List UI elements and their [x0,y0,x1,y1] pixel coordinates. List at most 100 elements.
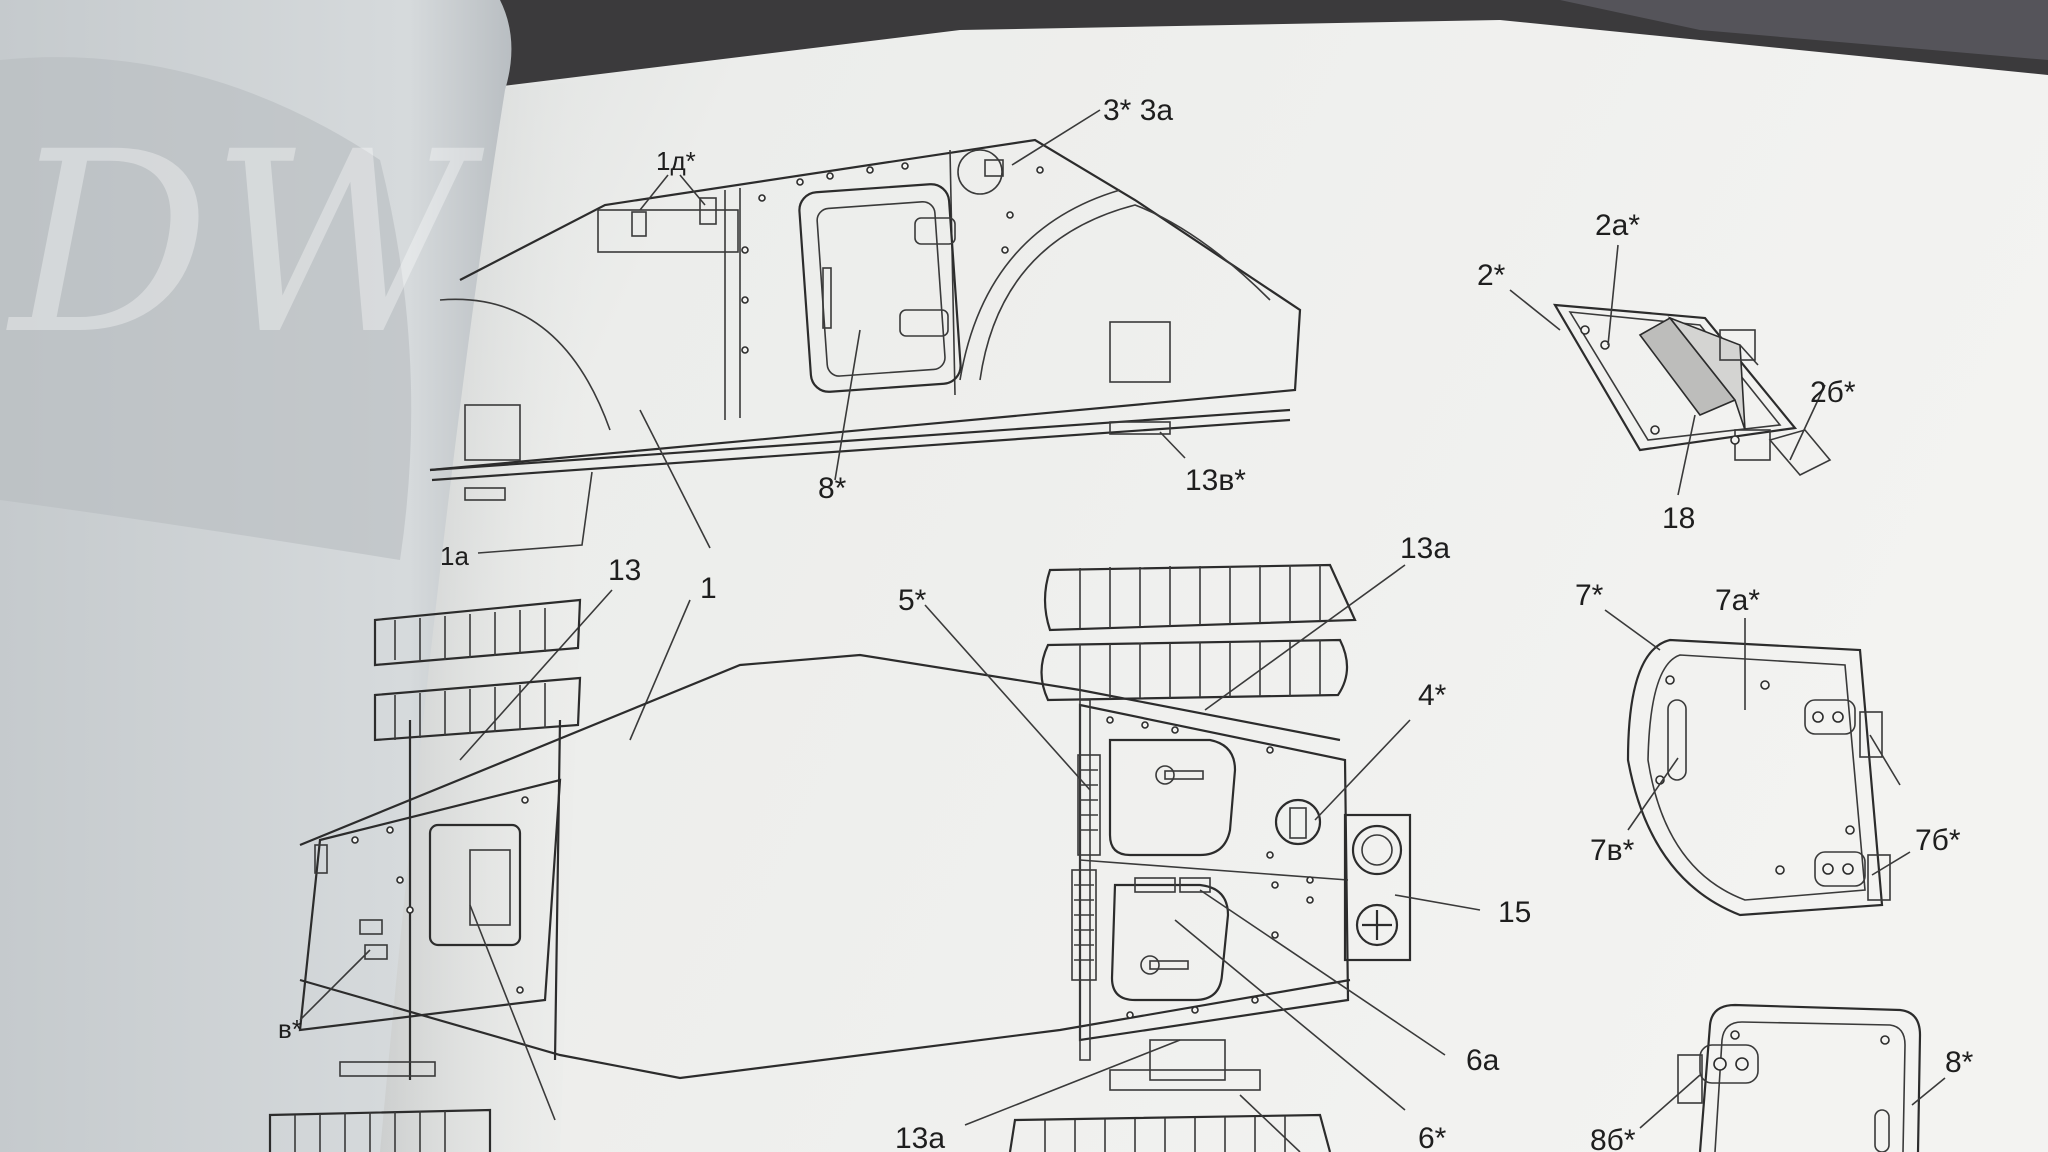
label-7v: 7в* [1590,834,1635,867]
left-strip [339,1061,436,1077]
part-2-plate [1552,303,1798,452]
part-7-door [1626,638,1884,917]
label-6a: 6a [1466,1044,1500,1077]
engine-deck-seam [1079,859,1349,881]
label-13v: 13в* [1185,464,1246,497]
right-page [280,20,2048,1152]
leader-3-3a [1011,109,1101,166]
hull-track-guard [429,408,1291,472]
label-v-left: в* [278,1014,302,1044]
label-2b: 2б* [1810,376,1856,409]
part-7-handle [1667,699,1687,781]
hull-slot-2 [699,197,717,225]
label-3-3a: 3* 3a [1103,94,1173,127]
label-8b: 8б* [1590,1124,1636,1152]
label-2a: 2a* [1595,209,1640,242]
leader-2b-2 [1739,344,1759,366]
leader-bottom-strip [1239,1094,1301,1152]
leader-2b [1789,384,1826,461]
label-13a-bottom: 13a [895,1122,945,1152]
label-1d: 1д* [656,146,696,176]
left-page-print [0,57,412,561]
leader-1-lower [629,599,691,741]
hull-side-drawing [429,138,1302,501]
label-13: 13 [608,554,641,587]
leader-left-hatch [469,904,556,1121]
label-4: 4* [1418,679,1447,712]
leader-7b-2 [1869,734,1901,786]
hull-plate-1d [597,209,739,253]
leader-1-upper [639,409,711,549]
label-15: 15 [1498,896,1531,929]
leader-2a [1607,244,1619,346]
label-2: 2* [1477,259,1506,292]
leader-8-right [1911,1077,1946,1106]
leader-13a-top [1204,564,1406,711]
detail-part-7 [1604,609,1911,917]
detail-part-2 [1509,244,1832,496]
label-7b: 7б* [1915,824,1961,857]
leader-7b [1871,851,1911,876]
label-1a: 1a [440,541,469,571]
leader-7 [1604,609,1661,651]
label-6: 6* [1418,1122,1447,1152]
track-left [268,598,582,1152]
hull-track-guard-lower [431,418,1291,482]
hull-box-right [1109,321,1171,383]
detail-part-8 [1639,1003,1946,1152]
label-18: 18 [1662,502,1695,535]
hull-door-hinge-top [914,217,956,245]
hull-outline [429,138,1302,472]
label-5: 5* [898,584,927,617]
leader-8b [1639,1074,1701,1129]
grille-lower [1071,869,1097,981]
hull-box-left [464,404,521,461]
label-7a: 7a* [1715,584,1760,617]
hull-arc-left [439,298,611,431]
hull-slot-1 [631,211,647,237]
labels: 3* 3a 1д* 8* 13в* 1a 13 1 5* 13a 4* 15 6… [278,94,1974,1152]
leader-13v [1159,431,1186,459]
leader-lines-top [459,109,1186,761]
left-plate-hatch [428,823,522,947]
hull-arc-right-2 [959,189,1121,381]
leader-v-left [299,949,371,1021]
leader-2 [1509,289,1561,331]
part-15 [1343,813,1412,962]
left-plate-sides [408,719,562,1080]
leader-13a-bottom [964,1039,1181,1126]
hull-round-hatch-tab [984,159,1004,177]
label-8-right: 8* [1945,1046,1974,1079]
top-outline-upper [299,653,1341,847]
watermark-text: DW [6,98,484,389]
label-1: 1 [700,572,717,605]
leader-15 [1394,894,1481,911]
leader-6 [1174,919,1406,1111]
hatch-lower [1110,883,1230,1002]
hull-door-8 [798,183,962,393]
filler-cap-4 [1274,798,1322,846]
hull-top-drawing [268,563,1412,1152]
dark-object [1560,0,2048,60]
hull-strip-1a [464,487,506,501]
leader-lines-middle [299,564,1481,1152]
label-7: 7* [1575,579,1604,612]
leader-7v [1627,757,1679,831]
leader-6a [1199,889,1446,1056]
hull-door-8-handle [822,267,832,329]
leader-1d [639,174,706,211]
leader-18 [1677,414,1696,496]
hull-arc-right [979,204,1271,381]
leader-8 [834,329,861,481]
left-plate [298,778,562,1032]
hull-seam-1 [724,188,741,420]
label-13a-top: 13a [1400,532,1450,565]
hull-door-hinge-bottom [899,309,949,337]
grille-upper [1077,754,1101,856]
part-8-door [1698,1003,1922,1152]
left-plate-hatch-inner [469,849,511,926]
hatch-upper [1108,738,1237,857]
leader-1a [477,471,593,554]
label-8: 8* [818,472,847,505]
